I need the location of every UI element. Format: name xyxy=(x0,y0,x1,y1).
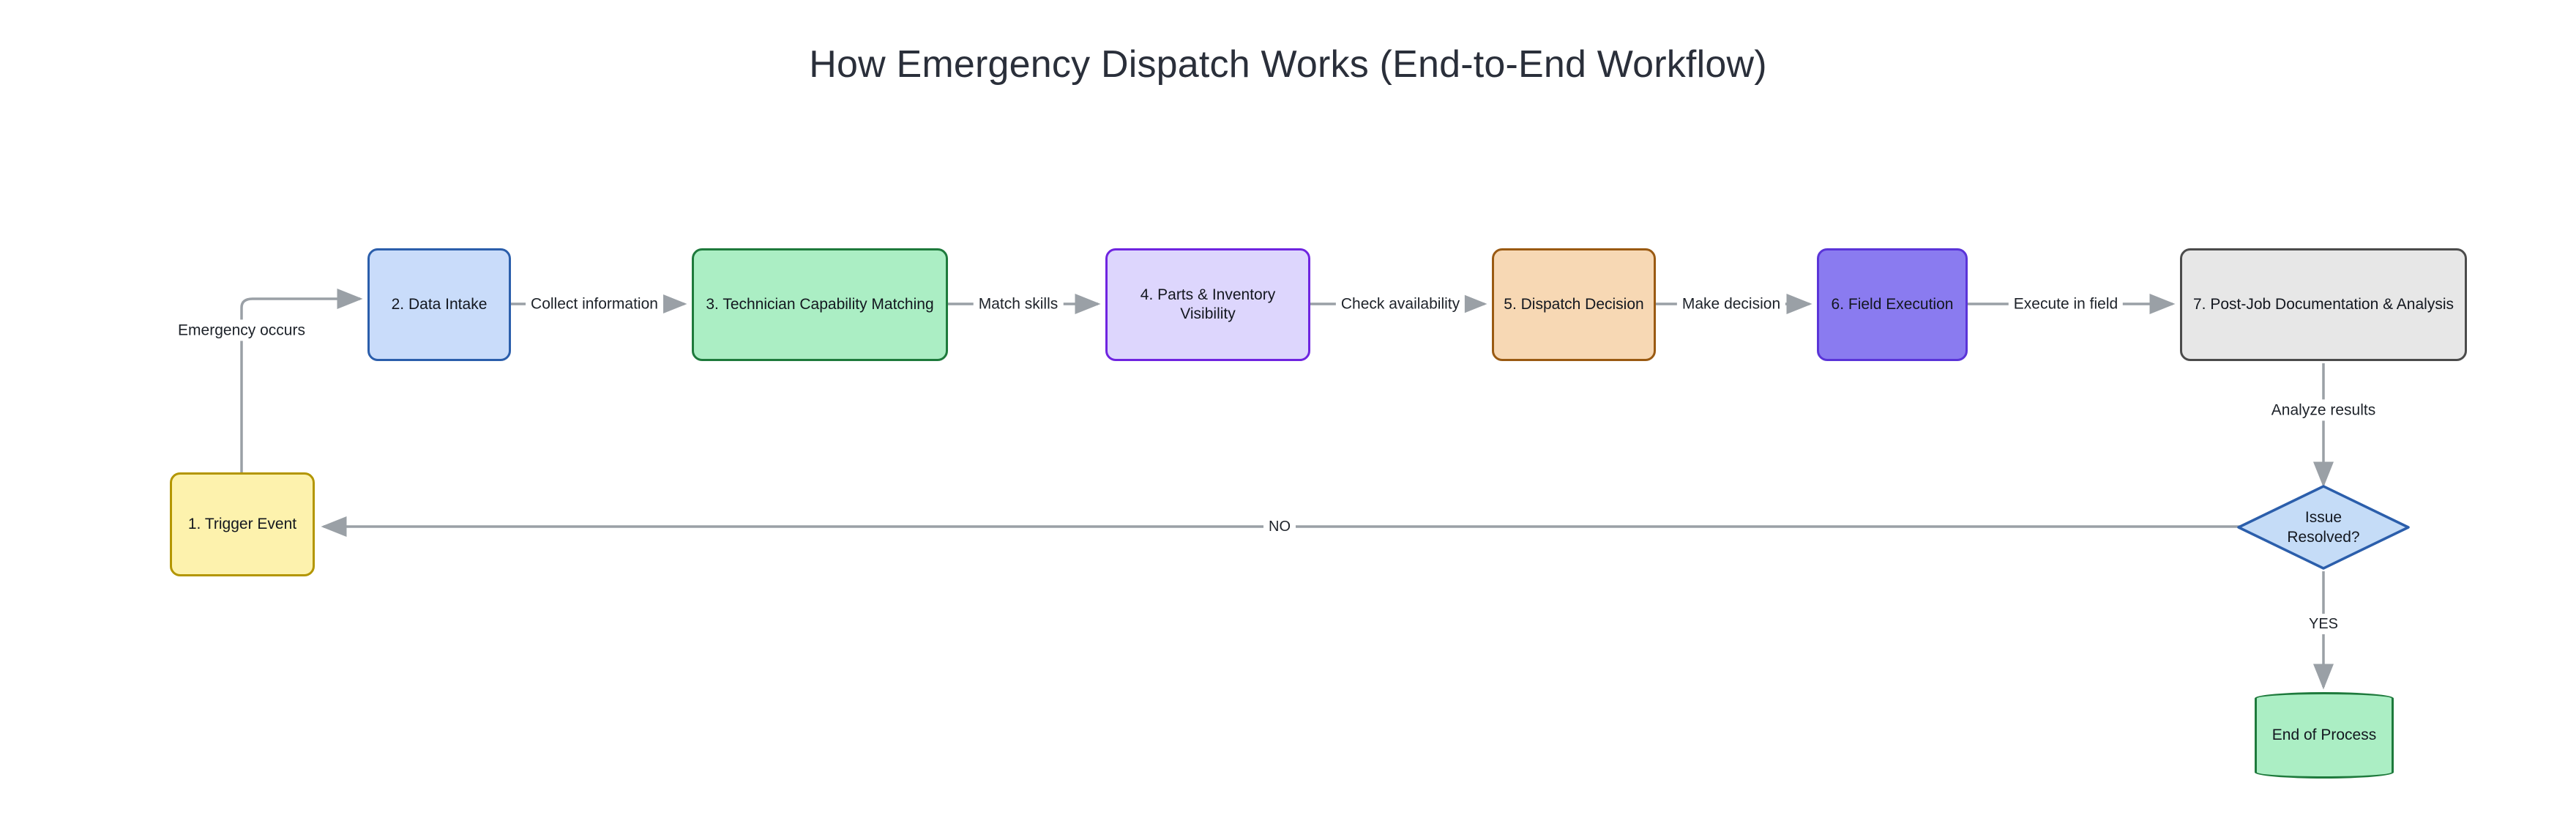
node-issue-resolved-decision[interactable]: Issue Resolved? xyxy=(2236,483,2411,571)
edge-label-check-availability: Check availability xyxy=(1335,293,1466,315)
edge-label-make-decision: Make decision xyxy=(1676,293,1786,315)
node-field-execution-label: 6. Field Execution xyxy=(1831,295,1954,313)
node-post-job-documentation[interactable]: 7. Post-Job Documentation & Analysis xyxy=(2180,248,2467,361)
node-post-job-documentation-label: 7. Post-Job Documentation & Analysis xyxy=(2192,295,2454,313)
node-technician-capability-matching-label: 3. Technician Capability Matching xyxy=(706,295,934,313)
node-trigger-event[interactable]: 1. Trigger Event xyxy=(170,472,315,576)
node-end-of-process[interactable]: End of Process xyxy=(2255,692,2394,779)
diamond-shape xyxy=(2237,485,2410,570)
node-end-of-process-label: End of Process xyxy=(2271,726,2377,743)
node-technician-capability-matching[interactable]: 3. Technician Capability Matching xyxy=(692,248,948,361)
node-trigger-event-label: 1. Trigger Event xyxy=(187,515,297,532)
node-parts-inventory-visibility-label: 4. Parts & Inventory Visibility xyxy=(1140,286,1276,322)
page-title: How Emergency Dispatch Works (End-to-End… xyxy=(809,43,1767,86)
node-parts-inventory-visibility[interactable]: 4. Parts & Inventory Visibility xyxy=(1105,248,1310,361)
edge-label-no: NO xyxy=(1263,516,1296,537)
node-dispatch-decision[interactable]: 5. Dispatch Decision xyxy=(1492,248,1656,361)
edge-label-execute-in-field: Execute in field xyxy=(2008,293,2124,315)
edge-label-match-skills: Match skills xyxy=(973,293,1064,315)
edge-label-yes: YES xyxy=(2303,614,2344,634)
node-data-intake-label: 2. Data Intake xyxy=(391,295,488,313)
node-issue-resolved-label: Issue Resolved? xyxy=(2287,508,2360,546)
edge-label-collect-information: Collect information xyxy=(526,293,663,315)
node-dispatch-decision-label: 5. Dispatch Decision xyxy=(1504,295,1644,313)
edge-label-emergency-occurs: Emergency occurs xyxy=(173,319,310,341)
node-field-execution[interactable]: 6. Field Execution xyxy=(1817,248,1968,361)
node-data-intake[interactable]: 2. Data Intake xyxy=(367,248,511,361)
edge-label-analyze-results: Analyze results xyxy=(2266,399,2381,421)
